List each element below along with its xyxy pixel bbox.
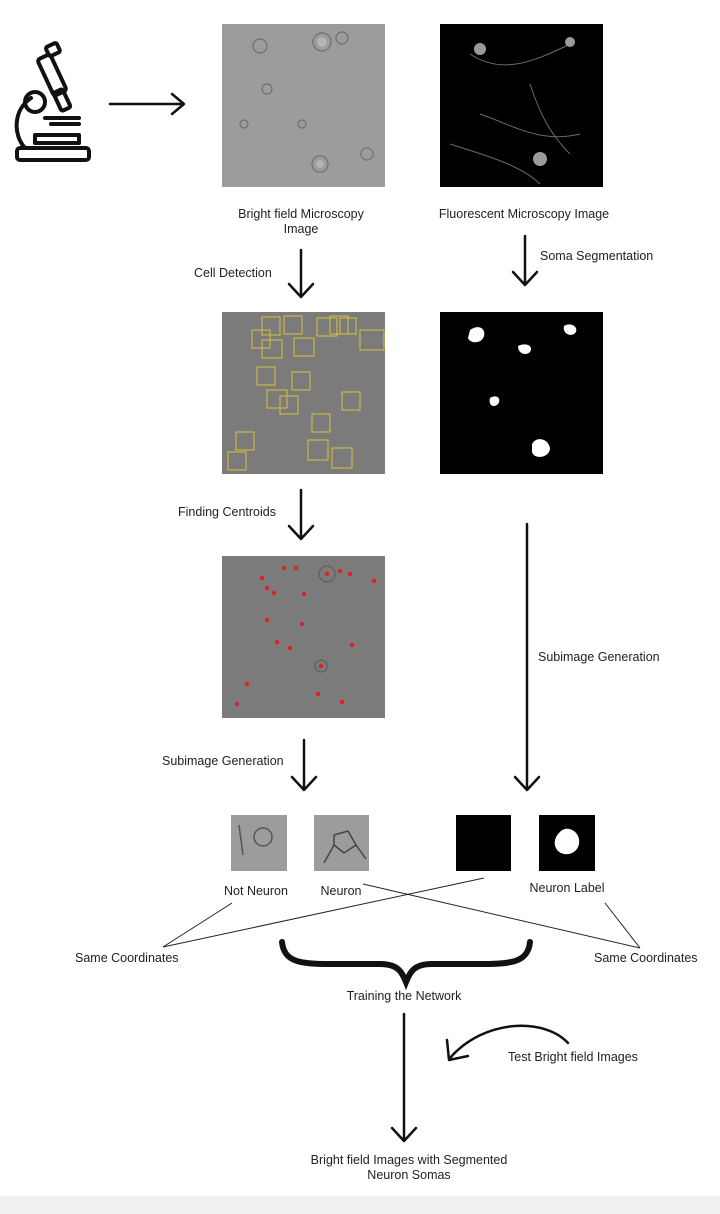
label-not-neuron: Not Neuron	[224, 884, 288, 898]
connector-neuron	[362, 883, 641, 949]
label-test-images: Test Bright field Images	[508, 1050, 638, 1064]
centroids-image	[222, 556, 385, 718]
label-subimage-generation-left: Subimage Generation	[162, 754, 284, 768]
neuron-subimage	[314, 815, 369, 871]
arrow-subimage-right	[513, 522, 541, 792]
label-output: Bright field Images with Segmented Neuro…	[310, 1153, 508, 1182]
arrow-output	[390, 1012, 418, 1143]
cell-detection-image	[222, 312, 385, 474]
arrow-finding-centroids	[287, 488, 315, 541]
connector-neuron-label	[604, 902, 641, 949]
arrow-cell-detection	[287, 248, 315, 299]
label-soma-segmentation: Soma Segmentation	[540, 249, 654, 263]
label-neuron-label: Neuron Label	[529, 881, 605, 895]
fluorescent-image	[440, 24, 603, 187]
arrow-soma-segmentation	[511, 234, 539, 287]
label-subimage-generation-right: Subimage Generation	[538, 650, 660, 664]
label-same-coordinates-right: Same Coordinates	[594, 951, 698, 965]
label-same-coordinates-left: Same Coordinates	[75, 951, 179, 965]
training-brace	[279, 939, 533, 991]
black-label-subimage	[456, 815, 511, 871]
label-neuron: Neuron	[320, 884, 362, 898]
neuron-label-subimage	[539, 815, 595, 871]
not-neuron-subimage	[231, 815, 287, 871]
soma-segmentation-image	[440, 312, 603, 474]
arrow-microscope	[108, 92, 186, 116]
label-fluorescent: Fluorescent Microscopy Image	[438, 207, 610, 221]
arrow-test-images	[448, 1024, 570, 1060]
label-bright-field: Bright field Microscopy Image	[238, 207, 364, 236]
label-cell-detection: Cell Detection	[194, 266, 272, 280]
connector-not-neuron	[162, 902, 233, 948]
connector-left-black	[162, 877, 485, 948]
label-training: Training the Network	[346, 989, 462, 1003]
label-finding-centroids: Finding Centroids	[178, 505, 276, 519]
arrow-subimage-left	[290, 738, 318, 792]
footer-strip	[0, 1196, 720, 1214]
bright-field-image	[222, 24, 385, 187]
microscope-icon	[14, 41, 91, 162]
